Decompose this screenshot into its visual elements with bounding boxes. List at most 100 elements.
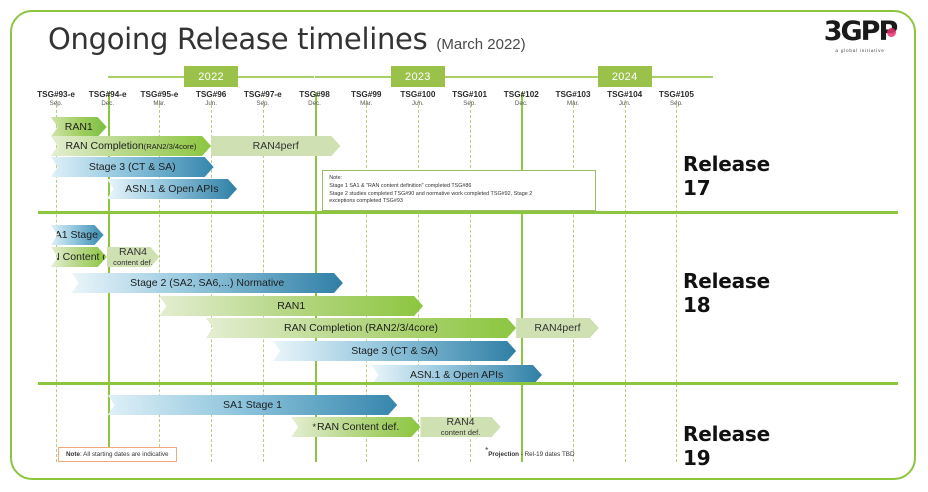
- axis-tick-name: TSG#96: [195, 90, 227, 99]
- indicative-note-text: : All starting dates are indicative: [80, 451, 169, 458]
- axis-tick-month: Jun.: [412, 99, 424, 107]
- axis-tick-name: TSG#103: [555, 90, 591, 99]
- timeline-bar[interactable]: RAN Completion (RAN2/3/4core): [206, 318, 516, 338]
- bar-label: RAN Content def.: [316, 421, 400, 433]
- projection-note-star: *: [485, 446, 489, 455]
- timeline-bar[interactable]: RAN Completion (RAN2/3/4core): [51, 136, 211, 156]
- bar-sublabel: content def.: [113, 257, 153, 267]
- gridline-TSG#99: [366, 100, 368, 462]
- axis-tick-name: TSG#94-e: [88, 90, 127, 99]
- timeline-bar[interactable]: RAN4perf: [516, 318, 599, 338]
- note-line: Stage 1 SA1 & "RAN content definition" c…: [329, 182, 472, 189]
- axis-tick-name: TSG#101: [452, 90, 488, 99]
- bar-label: RAN4perf: [252, 140, 299, 152]
- bar-label: ASN.1 & Open APIs: [125, 183, 219, 195]
- gridline-TSG#103: [573, 100, 574, 462]
- bar-label: RAN4: [446, 416, 475, 429]
- timeline-bar[interactable]: ASN.1 & Open APIs: [107, 179, 237, 199]
- timeline-bar[interactable]: Stage 3 (CT & SA): [273, 341, 516, 361]
- gridline-TSG#101: [469, 100, 471, 462]
- timeline-bar[interactable]: RAN1: [51, 117, 107, 137]
- axis-tick-month: Jun.: [205, 99, 217, 107]
- bar-label: SA1 Stage 1: [47, 229, 107, 241]
- bar-label: RAN4perf: [534, 322, 581, 334]
- axis-tick-month: Dec.: [308, 99, 321, 107]
- page-title-text: Ongoing Release timelines: [48, 22, 428, 56]
- projection-note-bold: Projection: [488, 451, 520, 459]
- bar-label: ASN.1 & Open APIs: [409, 369, 504, 381]
- axis-tick-name: TSG#93-e: [37, 90, 75, 99]
- bar-sublabel: (RAN2/3/4core): [143, 141, 197, 151]
- note-line: exceptions completed TSG#93: [329, 198, 403, 205]
- projection-note: *Projection - Rel-19 dates TBD: [485, 446, 574, 458]
- note-line: Note:: [329, 175, 343, 181]
- gridline-TSG#104: [624, 100, 626, 462]
- bar-sublabel: content def.: [440, 427, 481, 437]
- year-label-2022: 2022: [184, 66, 239, 87]
- bar-label: RAN Completion: [65, 140, 144, 152]
- note-line: Stage 2 studies completed TSG#90 and nor…: [329, 190, 533, 197]
- logo-dot-icon: [887, 28, 896, 37]
- axis-tick-month: Mar.: [153, 99, 166, 107]
- axis-tick-name: TSG#98: [299, 90, 330, 99]
- axis-tick-name: TSG#100: [400, 90, 436, 99]
- gridline-TSG#105: [676, 100, 678, 462]
- timeline-bar[interactable]: Stage 2 (SA2, SA6,...) Normative: [72, 273, 343, 293]
- projection-note-text: - Rel-19 dates TBD: [519, 451, 575, 459]
- bar-label: Stage 3 (CT & SA): [88, 161, 176, 173]
- axis-tick-month: Sep.: [463, 99, 476, 107]
- axis-tick-month: Sep.: [256, 99, 270, 107]
- axis-tick-month: Dec.: [101, 99, 115, 107]
- release-separator: [38, 211, 898, 214]
- axis-tick-month: Mar.: [566, 99, 580, 107]
- bar-label: RAN Content def.: [37, 251, 120, 263]
- bar-label: SA1 Stage 1: [222, 399, 282, 411]
- axis-tick-name: TSG#99: [350, 90, 382, 99]
- axis-tick-month: Dec.: [514, 99, 528, 107]
- year-label-2024: 2024: [597, 66, 652, 87]
- axis-tick-month: Mar.: [360, 99, 373, 107]
- timeline-bar[interactable]: SA1 Stage 1: [108, 395, 398, 415]
- timeline-bar[interactable]: *RAN Content def.: [291, 417, 420, 437]
- projection-star: *: [312, 422, 316, 432]
- bar-label: RAN1: [64, 121, 93, 133]
- bar-label: RAN4: [119, 246, 148, 259]
- gridline-TSG#93-e: [56, 100, 57, 462]
- timeline-bar[interactable]: ASN.1 & Open APIs: [371, 365, 542, 385]
- axis-tick-name: TSG#105: [658, 90, 694, 99]
- page-subtitle-text: (March 2022): [436, 36, 526, 53]
- timeline-bar[interactable]: RAN1: [159, 296, 423, 316]
- axis-tick-name: TSG#95-e: [140, 90, 179, 99]
- release-title-18: Release 18: [683, 269, 770, 317]
- axis-tick-month: Sep.: [670, 99, 683, 107]
- timeline-bar[interactable]: Stage 3 (CT & SA): [51, 157, 214, 177]
- timeline-bar[interactable]: RAN4perf: [211, 136, 340, 156]
- 3gpp-logo: 3GPP a global initiative: [818, 18, 902, 64]
- year-label-2023: 2023: [390, 66, 445, 87]
- axis-tick-name: TSG#102: [503, 90, 539, 99]
- timeline-bar[interactable]: RAN Content def.: [51, 247, 107, 267]
- gridline-TSG#100: [417, 100, 419, 462]
- indicative-note-bold: Note: [66, 451, 80, 458]
- timeline-bar[interactable]: SA1 Stage 1: [51, 225, 104, 245]
- release17-note: Note:Stage 1 SA1 & "RAN content definiti…: [322, 170, 597, 212]
- release-title-19: Release 19: [683, 422, 770, 470]
- axis-tick-name: TSG#104: [607, 90, 643, 99]
- axis-tick-month: Jun.: [618, 99, 631, 107]
- indicative-note: Note: All starting dates are indicative: [58, 447, 177, 462]
